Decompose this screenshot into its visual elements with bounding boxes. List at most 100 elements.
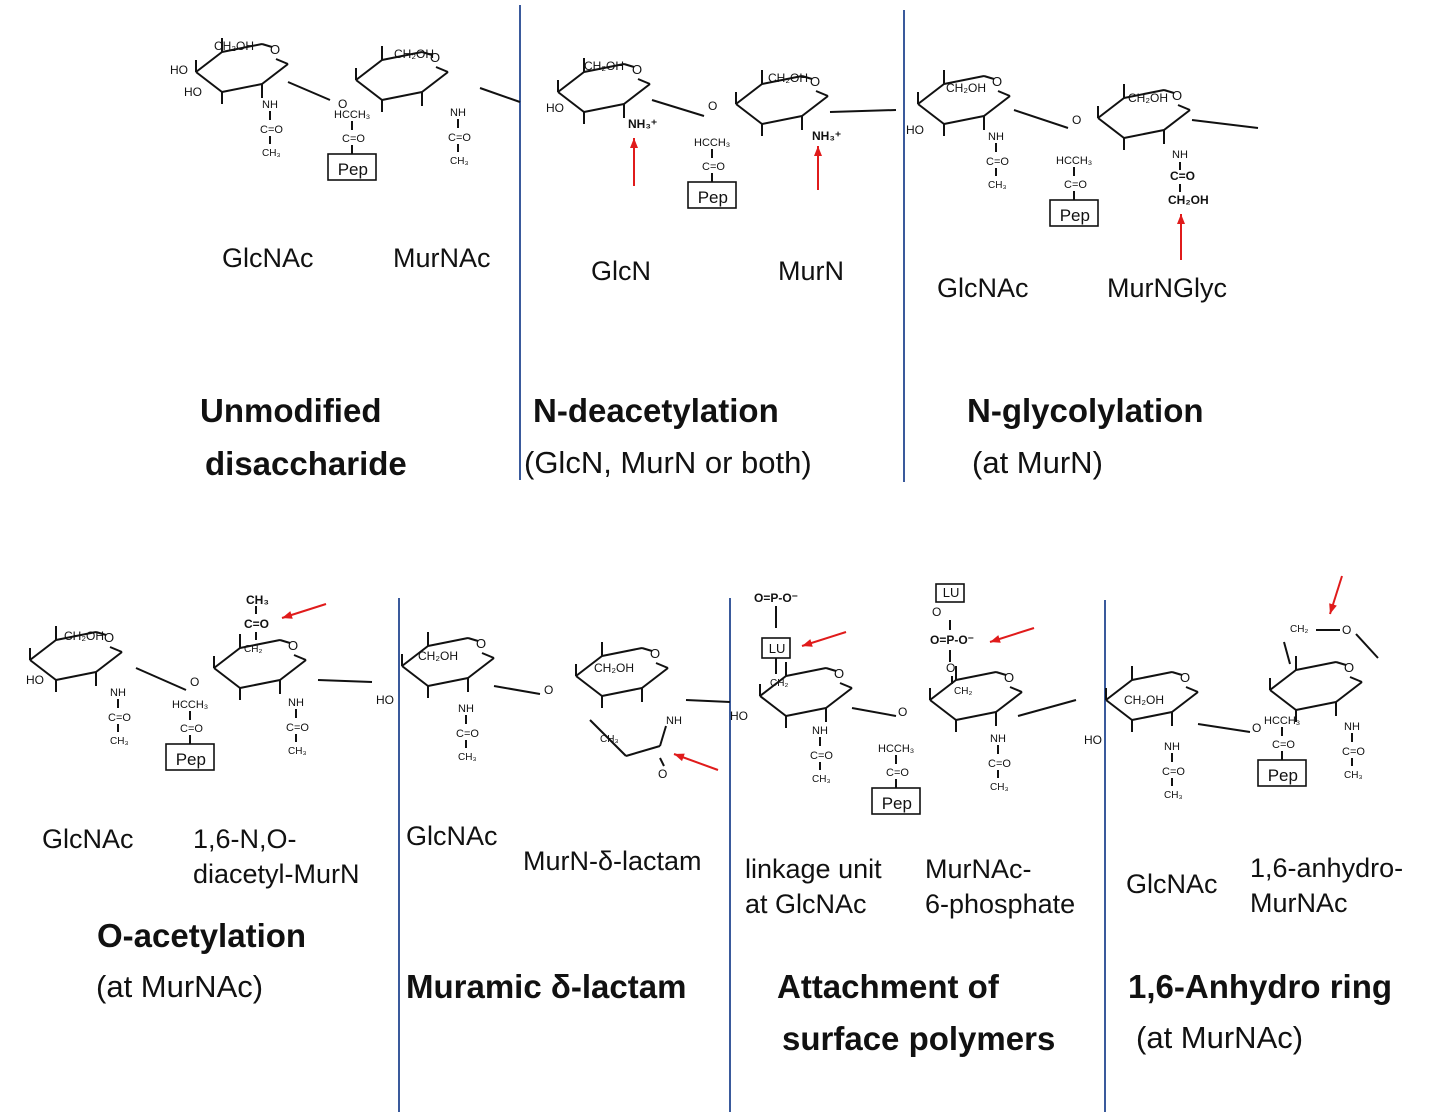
p6-murnac-ac-nh: NH	[990, 733, 1006, 745]
p6-lactyl-hcch3: HCCH₃	[878, 743, 914, 755]
p6-lactyl-pep-box	[871, 787, 921, 815]
p1-glcnac-ring-bond-5	[195, 71, 223, 93]
p3-murnglyc-ring-bond-3	[1163, 109, 1191, 131]
p2-murn-ring-o: O	[810, 74, 820, 89]
oacetylation-subtitle: (at MurNAc)	[96, 969, 264, 1004]
p4-murnac-ac-nh: NH	[288, 697, 304, 709]
p1-glcnac-ring-bond-2	[261, 43, 273, 48]
p5-lactam-ring-o: O	[650, 646, 660, 661]
p2-nh3-1: NH₃⁺	[628, 117, 657, 131]
p4-glcnac-ring-bond-0	[29, 639, 57, 661]
glycolylation-sugar2-label: MurNGlyc	[1107, 273, 1227, 303]
p3-end-bond	[1191, 119, 1259, 129]
p4-murnac-ring-bond-0	[213, 647, 241, 669]
p3-co: C=O	[1170, 169, 1195, 183]
p5-lactam-ring-bond-0	[575, 655, 603, 677]
p7-anhydro-ring-bond-1	[1295, 661, 1337, 671]
polymers-sugar2-line2: 6-phosphate	[925, 889, 1076, 919]
p1-glcnac-ring-bond-0	[195, 51, 223, 73]
p4-ch2: CH₂	[244, 644, 262, 655]
p4-lactyl-hcch3: HCCH₃	[172, 699, 208, 711]
p2-lactyl-co: C=O	[702, 161, 725, 173]
p4-ch2oh-1: CH₂OH	[64, 629, 104, 643]
p1-lactyl-pep-text: Pep	[338, 160, 368, 179]
p3-ho-1: HO	[906, 123, 924, 137]
p3-arrow-head	[1177, 214, 1185, 224]
p7-ch2oh-1: CH₂OH	[1124, 693, 1164, 707]
p4-lactyl-pep-box	[165, 743, 215, 771]
p2-glcn-ring-bond-0	[557, 71, 585, 93]
unmodified-title-line2: disaccharide	[205, 445, 407, 482]
p1-glyco-link	[287, 81, 331, 101]
p6-lactyl-co: C=O	[886, 767, 909, 779]
p7-murnac-ac-nh: NH	[1344, 721, 1360, 733]
p4-glyco-link	[135, 667, 187, 691]
p5-end-bond	[685, 699, 731, 703]
p7-glcnac-ring-bond-3	[1171, 691, 1199, 713]
p6-glcnac-ring-bond-2b	[839, 682, 853, 689]
oacetylation-title: O-acetylation	[97, 917, 307, 954]
p3-murnglyc-ring-bond-5	[1097, 117, 1125, 139]
p2-murn-ring-bond-2	[801, 75, 813, 80]
p3-murnglyc-ring-bond-2	[1163, 89, 1175, 94]
anhydro-sugar2-line1: 1,6-anhydro-	[1250, 853, 1404, 883]
p6-opo-2: O=P-O⁻	[930, 633, 974, 647]
p5-glcnac-ring-bond-0	[401, 645, 429, 667]
p2-glcn-ring-o: O	[632, 62, 642, 77]
p3-lactyl-pep-text: Pep	[1060, 206, 1090, 225]
p7-anhydro-ring-bond-2	[1335, 661, 1347, 666]
p6-glcnac-ring-bond-4	[785, 707, 827, 717]
p1-glcnac-ac-ch3: CH₃	[262, 148, 281, 159]
p7-glyco-link	[1197, 723, 1251, 733]
deacetylation-sugar1-label: GlcN	[591, 256, 651, 286]
p6-ho-1: HO	[730, 709, 748, 723]
divider-bottom-1	[398, 598, 400, 1112]
p3-murnglyc-ring-bond-0	[1097, 97, 1125, 119]
p5-lactam-ring-bond-2	[641, 647, 653, 652]
p1-murnac-ac-nh: NH	[450, 107, 466, 119]
p6-glcnac-ring-bond-5	[759, 695, 787, 717]
p2-arrow-1-head	[630, 138, 638, 148]
p2-murn-ring-bond-3	[801, 95, 829, 117]
p5-glcnac-ring-bond-3	[467, 657, 495, 679]
p1-ho-2: HO	[184, 85, 202, 99]
p6-glcnac-ring-bond-1	[785, 667, 827, 677]
p2-murn-ring-bond-5	[735, 103, 763, 125]
p7-o-bridge: O	[1342, 623, 1351, 637]
p5-lactam-bond-3	[659, 725, 667, 747]
divider-top-2	[903, 10, 905, 482]
p2-o-link: O	[708, 99, 717, 113]
p4-arrow-head	[282, 611, 293, 619]
p3-nh: NH	[1172, 149, 1188, 161]
p2-lactyl-pep-text: Pep	[698, 188, 728, 207]
p3-ch2oh-2: CH₂OH	[1128, 91, 1168, 105]
p3-glcnac-ring-o: O	[992, 74, 1002, 89]
p2-glcn-ring-bond-1	[583, 63, 625, 73]
p2-glyco-link	[651, 99, 705, 117]
p3-glcnac-ring-bond-3	[983, 95, 1011, 117]
p3-ch2oh-3: CH₂OH	[1168, 193, 1209, 207]
p3-lactyl-pep-box	[1049, 199, 1099, 227]
divider-bottom-3	[1104, 600, 1106, 1112]
p6-o-top: O	[932, 605, 941, 619]
p7-glcnac-ring-bond-2b	[1185, 686, 1199, 693]
p3-glcnac-ring-bond-2b	[997, 90, 1011, 97]
p5-glcnac-ring-o: O	[476, 636, 486, 651]
p4-lactyl-co: C=O	[180, 723, 203, 735]
p3-lactyl-hcch3: HCCH₃	[1056, 155, 1092, 167]
p5-glcnac-ac-nh: NH	[458, 703, 474, 715]
p4-glcnac-ring-o: O	[104, 630, 114, 645]
p7-glcnac-ring-bond-2	[1171, 671, 1183, 676]
p1-end-bond	[479, 87, 521, 103]
p5-glcnac-ring-bond-1	[427, 637, 469, 647]
p1-glcnac-ring-bond-1	[221, 43, 263, 53]
p1-glcnac-ring-o: O	[270, 42, 280, 57]
p4-lactyl-pep-text: Pep	[176, 750, 206, 769]
p2-ho-1: HO	[546, 101, 564, 115]
p6-lu-2-text: LU	[943, 585, 960, 600]
glycolylation-sugar1-label: GlcNAc	[937, 273, 1029, 303]
deacetylation-title: N-deacetylation	[533, 392, 779, 429]
p2-ch2oh-2: CH₂OH	[768, 71, 808, 85]
p4-murnac-ac-ch3: CH₃	[288, 746, 307, 757]
